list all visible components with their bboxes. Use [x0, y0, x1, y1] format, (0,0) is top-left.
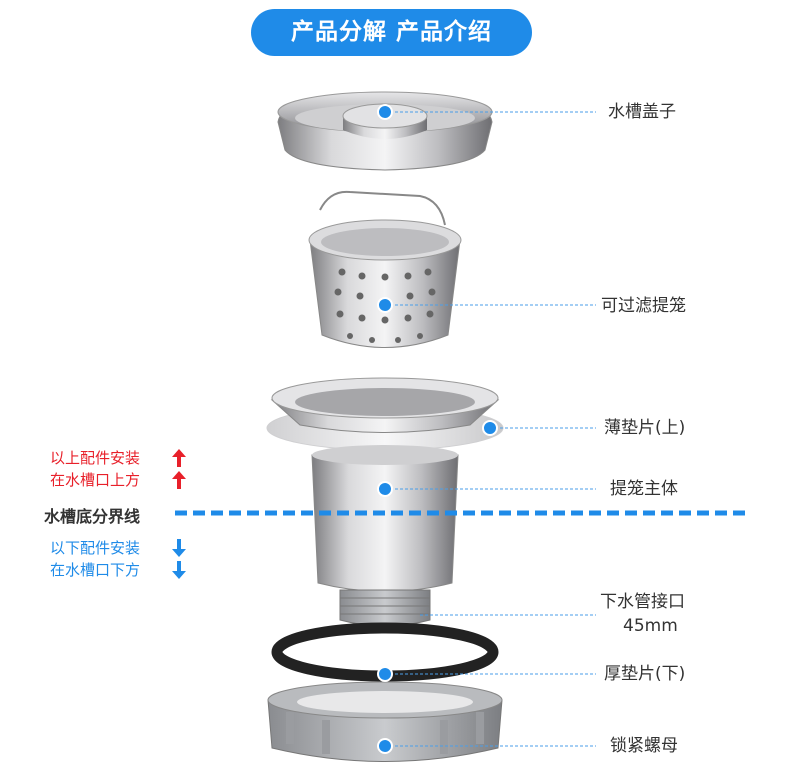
boundary-label: 水槽底分界线: [44, 507, 141, 526]
label-gasket-top: 薄垫片(上): [604, 418, 686, 438]
arrow-down-icon: [172, 539, 186, 557]
leader-dots: [377, 104, 498, 754]
body-flange: [266, 377, 504, 451]
below-note: 以下配件安装 在水槽口下方: [50, 537, 140, 581]
label-body: 提笼主体: [610, 479, 678, 499]
label-gasket-bottom: 厚垫片(下): [604, 664, 686, 684]
arrow-up-icon: [172, 471, 186, 489]
label-basket: 可过滤提笼: [601, 296, 686, 316]
arrow-up-icon: [172, 449, 186, 467]
arrow-down-icon: [172, 561, 186, 579]
below-note-line2: 在水槽口下方: [50, 561, 141, 579]
label-outlet-size: 45mm: [623, 616, 678, 636]
label-nut: 锁紧螺母: [610, 736, 678, 756]
above-note: 以上配件安装 在水槽口上方: [50, 447, 140, 491]
filter-basket: [308, 190, 462, 348]
lock-nut: [267, 681, 503, 762]
leader-lines: [385, 111, 596, 747]
above-note-line1: 以上配件安装: [50, 449, 141, 467]
above-note-line2: 在水槽口上方: [50, 471, 141, 489]
below-note-line1: 以下配件安装: [50, 539, 141, 557]
label-outlet: 下水管接口: [600, 592, 685, 612]
body-tube: [311, 445, 459, 627]
sink-cover: [277, 91, 493, 171]
label-cover: 水槽盖子: [608, 102, 676, 122]
page-title: 产品分解 产品介绍: [251, 9, 532, 56]
